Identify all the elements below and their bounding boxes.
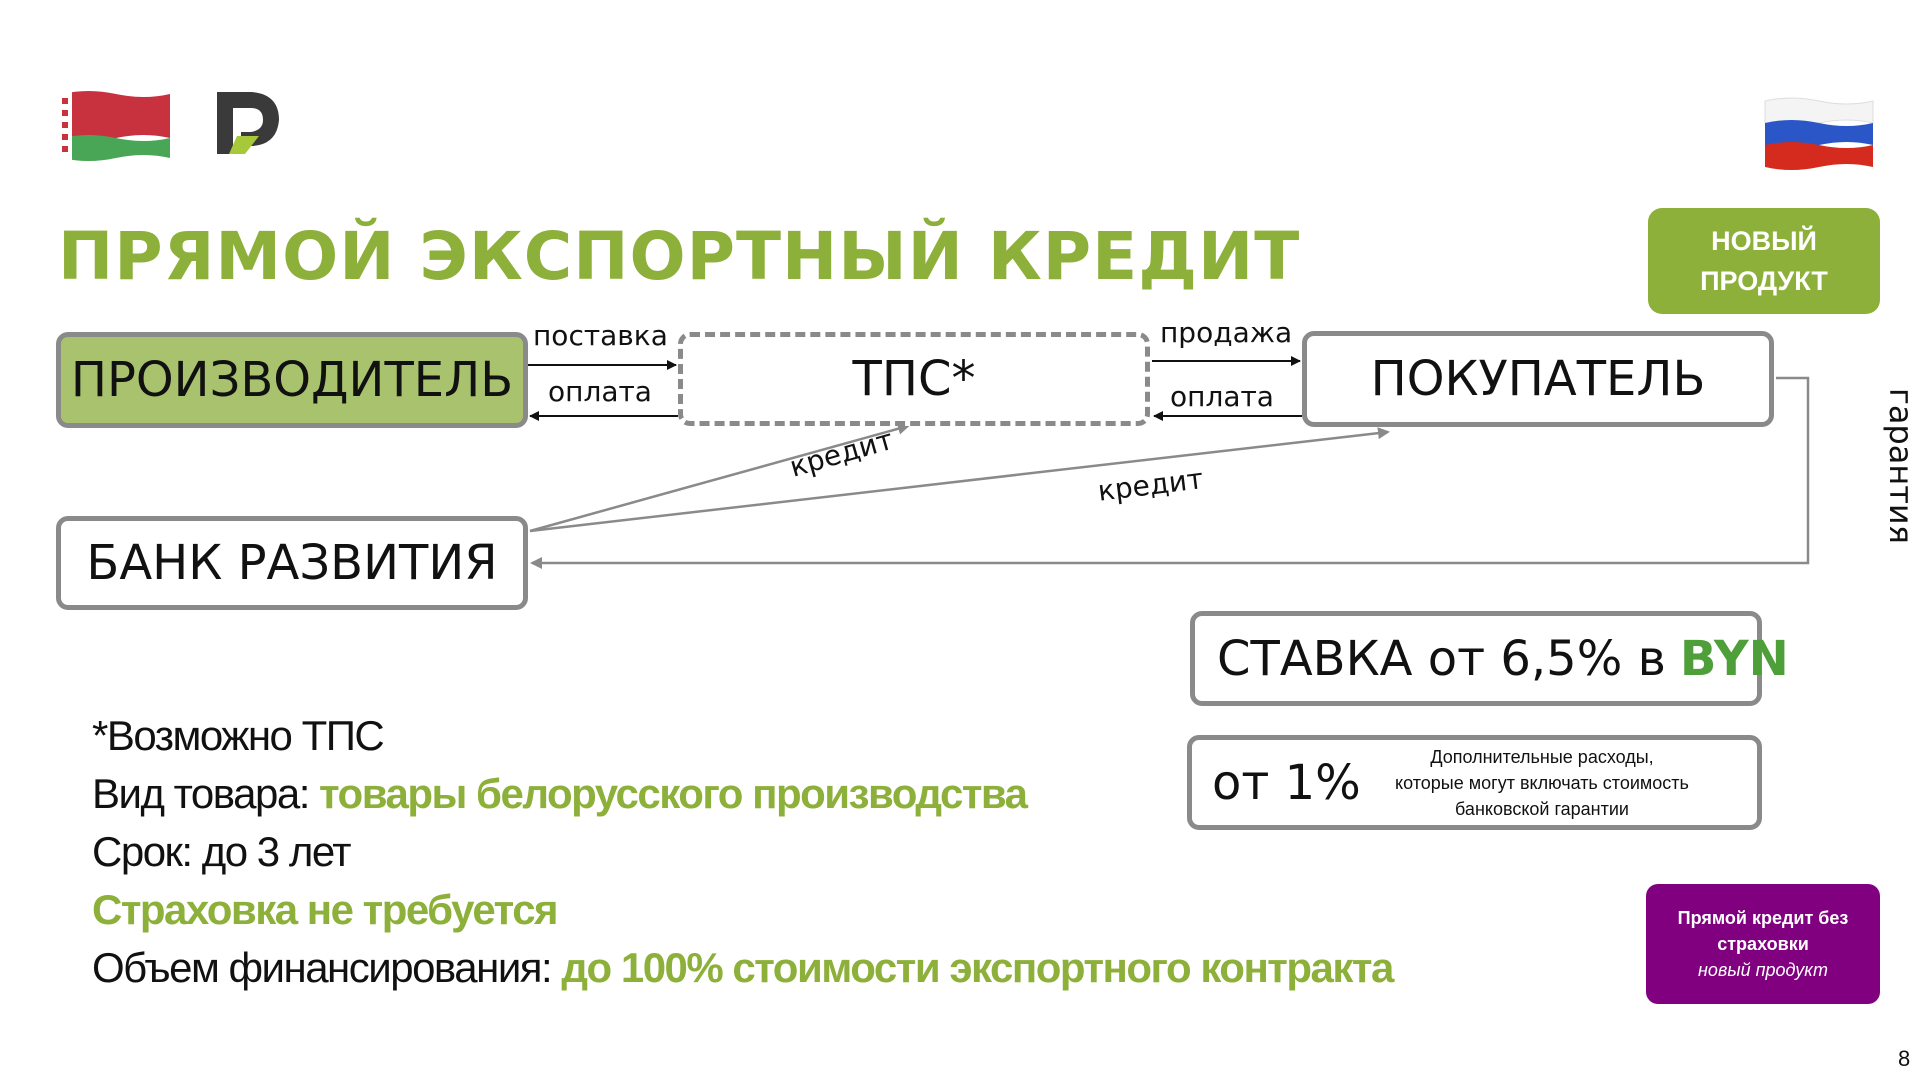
volume-line: Объем финансирования: до 100% стоимости … (92, 944, 1394, 992)
goods-value: товары белорусского производства (319, 770, 1028, 817)
tps-box: ТПС* (678, 332, 1150, 426)
fee-line-3: банковской гарантии (1455, 798, 1629, 819)
badge-line-1: НОВЫЙ (1711, 226, 1817, 256)
insurance-line: Страховка не требуется (92, 886, 559, 933)
belarus-flag-icon (58, 91, 170, 161)
rate-text: СТАВКА от 6,5% в (1217, 630, 1666, 687)
logo-icon (217, 92, 279, 154)
fee-box: от 1% Дополнительные расходы, которые мо… (1187, 735, 1762, 830)
rate-box: СТАВКА от 6,5% в BYN (1190, 611, 1789, 706)
tps-note: *Возможно ТПС (92, 712, 385, 759)
supply-label: поставка (533, 319, 668, 352)
volume-value: до 100% стоимости экспортного контракта (561, 944, 1394, 991)
payment-label-2: оплата (1170, 380, 1274, 413)
fee-value: от 1% (1212, 754, 1361, 811)
rate-currency: BYN (1679, 630, 1789, 687)
fee-description: Дополнительные расходы, которые могут вк… (1362, 744, 1722, 822)
arrow-guarantee (530, 376, 1810, 569)
purple-badge-line-1: Прямой кредит без (1677, 908, 1849, 928)
new-product-badge: НОВЫЙ ПРОДУКТ (1648, 208, 1880, 314)
direct-credit-badge: Прямой кредит без страховки новый продук… (1646, 884, 1880, 1004)
page-number: 8 (1898, 1046, 1911, 1071)
purple-badge-line-3: новый продукт (1698, 960, 1828, 980)
producer-box: ПРОИЗВОДИТЕЛЬ (56, 332, 528, 428)
purple-badge-line-2: страховки (1717, 934, 1809, 954)
goods-label: Вид товара: (92, 770, 320, 817)
fee-line-2: которые могут включать стоимость (1395, 772, 1689, 793)
buyer-box: ПОКУПАТЕЛЬ (1302, 331, 1774, 427)
goods-line: Вид товара: товары белорусского производ… (92, 770, 1028, 818)
guarantee-label: банковская гарантия (1882, 388, 1920, 582)
bank-box: БАНК РАЗВИТИЯ (56, 516, 528, 610)
russia-flag-icon (1764, 97, 1874, 170)
sale-label: продажа (1160, 316, 1293, 349)
arrow-credit-2 (529, 427, 1390, 533)
term-line: Срок: до 3 лет (92, 828, 352, 875)
page-title: ПРЯМОЙ ЭКСПОРТНЫЙ КРЕДИТ (58, 218, 1301, 295)
badge-line-2: ПРОДУКТ (1700, 266, 1828, 296)
volume-label: Объем финансирования: (92, 944, 562, 991)
fee-line-1: Дополнительные расходы, (1430, 746, 1654, 767)
arrow-credit-1 (529, 422, 910, 533)
payment-label-1: оплата (548, 375, 652, 408)
